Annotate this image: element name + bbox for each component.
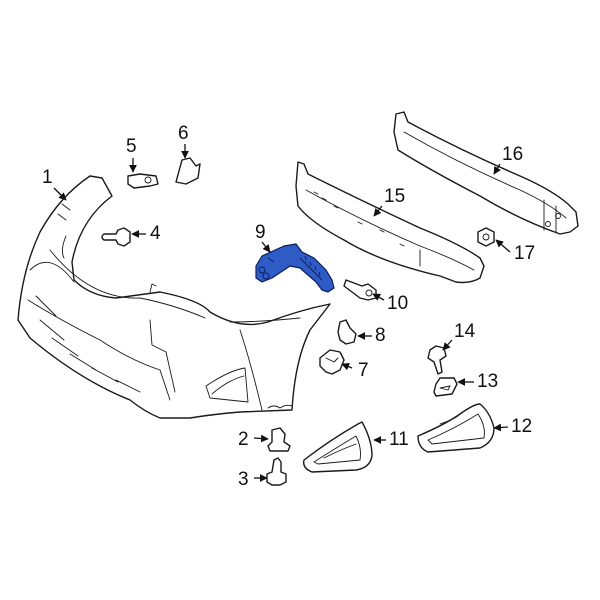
callout-6: 6 [178, 123, 189, 144]
callout-5: 5 [126, 136, 137, 157]
callout-10: 10 [387, 293, 409, 314]
push-clip-part-8[interactable] [337, 319, 357, 345]
nut-part-13[interactable] [433, 377, 458, 397]
retainer-clip-part-2[interactable] [267, 427, 291, 452]
callout-9: 9 [255, 222, 266, 243]
retainer-part-7[interactable] [319, 349, 345, 375]
callout-4: 4 [150, 223, 161, 244]
callout-13: 13 [477, 371, 499, 392]
bolt-part-4[interactable] [101, 227, 131, 247]
callout-7: 7 [358, 360, 369, 381]
callout-17: 17 [514, 243, 536, 264]
callout-1: 1 [42, 167, 53, 188]
screw-part-14[interactable] [427, 345, 447, 375]
callout-12: 12 [511, 416, 533, 437]
callout-16: 16 [502, 144, 524, 165]
pin-part-10[interactable] [343, 279, 377, 301]
retainer-part-5[interactable] [127, 173, 159, 189]
bracket-part-6[interactable] [175, 157, 201, 185]
callout-14: 14 [454, 321, 476, 342]
callout-2: 2 [238, 429, 249, 450]
callout-11: 11 [389, 429, 409, 450]
fog-lamp-bezel-right-part-12[interactable] [417, 403, 495, 453]
bumper-cover-part[interactable] [17, 175, 331, 419]
callout-8: 8 [375, 325, 386, 346]
callout-15: 15 [384, 186, 406, 207]
callout-3: 3 [238, 469, 249, 490]
fog-lamp-bezel-left-part-11[interactable] [302, 421, 373, 473]
bolt-part-3[interactable] [266, 457, 287, 486]
leader-lines [53, 144, 511, 482]
nut-part-17[interactable] [477, 227, 495, 247]
side-bracket-part-9-highlighted[interactable] [255, 243, 335, 293]
impact-bar-part-16[interactable] [393, 111, 579, 235]
